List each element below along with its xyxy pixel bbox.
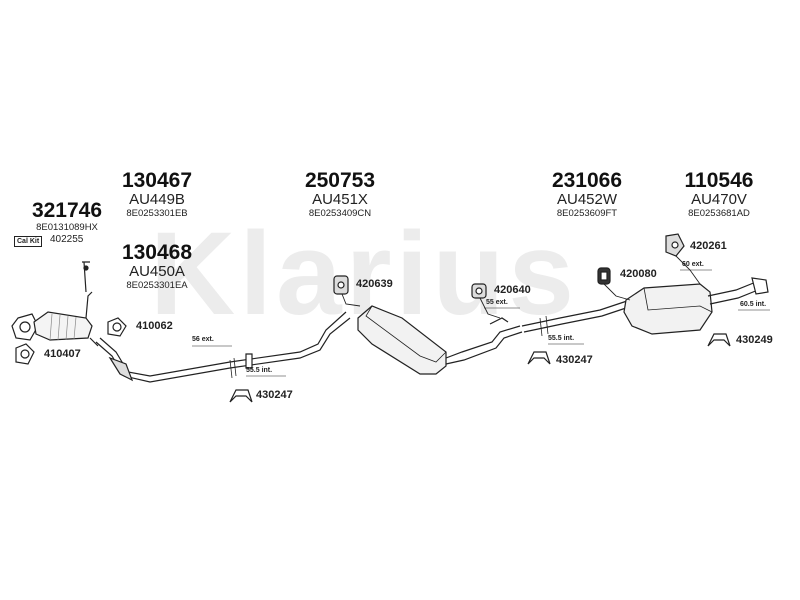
dim-55ext: 55 ext. <box>486 299 508 306</box>
oem-number: 8E0253301EB <box>126 207 188 219</box>
fitting-420261 <box>665 233 685 257</box>
part-code: AU450A <box>129 263 185 281</box>
cal-kit-number: 402255 <box>50 234 84 245</box>
rear-silencer <box>623 277 769 335</box>
dim-555int-a: 55.5 int. <box>246 367 273 374</box>
catalytic-converter <box>33 291 99 347</box>
part-110546: 110546 AU470V 8E0253681AD <box>664 169 774 219</box>
fitting-label-420639: 420639 <box>356 278 393 290</box>
dim-555int-b: 55.5 int. <box>548 335 575 342</box>
part-321746: 321746 8E0131089HX <box>12 199 122 234</box>
fitting-410062 <box>107 317 127 337</box>
part-130467: 130467 AU449B 8E0253301EB <box>102 169 212 219</box>
fitting-label-430247a: 430247 <box>256 389 293 401</box>
fitting-420080 <box>597 267 611 285</box>
part-number: 250753 <box>304 169 376 192</box>
part-code: AU470V <box>691 191 747 209</box>
oem-number: 8E0253301EA <box>126 279 188 291</box>
oem-number: 8E0253409CN <box>308 207 372 219</box>
oem-number: 8E0253609FT <box>556 207 618 219</box>
part-code: AU451X <box>312 191 368 209</box>
oem-number: 8E0253681AD <box>688 207 750 219</box>
part-number: 130468 <box>121 241 193 264</box>
fitting-420640 <box>471 283 487 299</box>
fitting-420639 <box>333 275 349 295</box>
part-number: 130467 <box>121 169 193 192</box>
fitting-430247b <box>527 351 551 365</box>
intermediate-pipe <box>489 299 633 337</box>
part-number: 231066 <box>551 169 623 192</box>
part-250753: 250753 AU451X 8E0253409CN <box>282 169 398 219</box>
dim-605int: 60.5 int. <box>740 301 767 308</box>
fitting-label-410407: 410407 <box>44 348 81 360</box>
part-number: 321746 <box>31 199 103 222</box>
fitting-label-410062: 410062 <box>136 320 173 332</box>
fitting-label-430247b: 430247 <box>556 354 593 366</box>
front-pipe <box>95 311 351 383</box>
dim-60ext: 60 ext. <box>682 261 704 268</box>
fitting-label-420261: 420261 <box>690 240 727 252</box>
manifold-flange <box>11 313 39 341</box>
fitting-label-420080: 420080 <box>620 268 657 280</box>
part-130468: 130468 AU450A 8E0253301EA <box>102 241 212 291</box>
watermark: Klarius <box>150 208 579 340</box>
fitting-label-420640: 420640 <box>494 284 531 296</box>
fitting-410407 <box>15 343 35 365</box>
fitting-430247a <box>229 389 253 403</box>
centre-silencer <box>357 305 523 375</box>
lambda-sensor <box>82 261 90 293</box>
part-code: AU452W <box>556 191 618 209</box>
cal-kit-badge: Cal Kit <box>14 236 43 247</box>
fitting-430249 <box>707 333 731 347</box>
part-231066: 231066 AU452W 8E0253609FT <box>532 169 642 219</box>
part-number: 110546 <box>684 169 754 192</box>
dim-56ext: 56 ext. <box>192 336 214 343</box>
part-code: AU449B <box>129 191 185 209</box>
oem-number: 8E0131089HX <box>36 222 98 234</box>
fitting-label-430249: 430249 <box>736 334 773 346</box>
